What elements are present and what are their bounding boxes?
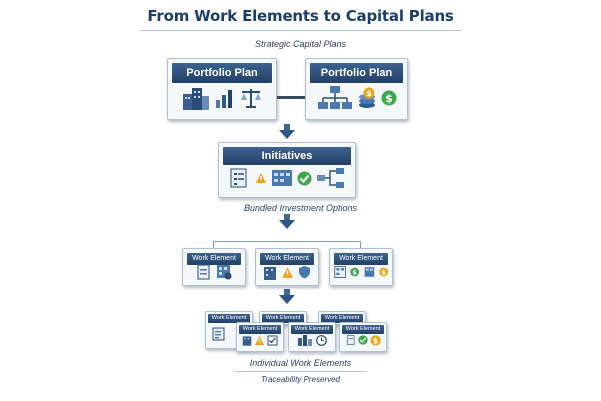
shield-icon (299, 266, 310, 279)
traceability-caption: Traceability Preserved (261, 375, 340, 384)
connector-line (360, 241, 361, 249)
strategic-caption: Strategic Capital Plans (254, 39, 347, 49)
title-divider (140, 30, 461, 31)
bar-chart-icon (216, 90, 232, 108)
work-element-card: Work Element (288, 322, 336, 352)
work-element-title: Work Element (342, 325, 384, 334)
checklist-icon (217, 265, 232, 280)
buildings-icon (298, 335, 312, 346)
work-element-card: Work Element $ (339, 322, 387, 352)
work-element-title: Work Element (321, 314, 363, 323)
grid-icon (271, 170, 292, 186)
bundled-caption: Bundled Investment Options (243, 203, 358, 213)
checklist-icon (230, 168, 246, 188)
work-element-card: Work Element $ $ (329, 248, 393, 286)
document-icon (197, 264, 210, 280)
work-element-title: Work Element (260, 253, 314, 265)
work-element-card: Work Element (255, 248, 319, 286)
warning-icon (282, 266, 293, 278)
svg-text:$: $ (385, 92, 393, 105)
svg-text:$: $ (353, 268, 358, 276)
connector-line (213, 241, 361, 242)
initiatives-title: Initiatives (223, 147, 351, 165)
flow-icon (316, 168, 344, 188)
warning-icon (255, 173, 266, 183)
dollar-icon: $ (381, 90, 396, 106)
coin-icon: $ (369, 334, 381, 346)
checkbox-icon (267, 335, 278, 345)
grid-icon (364, 267, 374, 277)
work-element-card: Work Element (236, 322, 284, 352)
dollar-icon: $ (350, 267, 360, 277)
coin-icon: $ (378, 267, 388, 277)
scales-icon (241, 89, 261, 108)
work-element-title: Work Element (208, 314, 250, 323)
document-icon (346, 335, 354, 345)
work-element-title: Work Element (262, 314, 304, 323)
coins-icon: $ (358, 87, 375, 108)
checklist-icon (212, 327, 225, 341)
check-icon (357, 335, 368, 345)
org-chart-icon (317, 86, 352, 109)
portfolio-plan-card-right: Portfolio Plan $ $ (305, 58, 408, 120)
svg-text:$: $ (366, 89, 372, 98)
warning-icon (254, 335, 265, 345)
individual-caption: Individual Work Elements (249, 358, 352, 368)
portfolio-connector (277, 96, 305, 99)
initiatives-card: Initiatives (218, 142, 356, 198)
svg-text:$: $ (381, 268, 386, 276)
work-element-title: Work Element (291, 325, 333, 334)
page-title: From Work Elements to Capital Plans (147, 7, 454, 25)
connector-line (213, 241, 214, 249)
building-icon (242, 336, 252, 346)
buildings-icon (183, 88, 209, 110)
bottom-divider (235, 371, 366, 372)
work-element-title: Work Element (239, 325, 281, 334)
portfolio-plan-title: Portfolio Plan (172, 63, 272, 83)
work-element-title: Work Element (187, 253, 241, 265)
work-element-card: Work Element (182, 248, 246, 286)
grid-icon (334, 266, 347, 278)
clock-icon (316, 334, 327, 346)
svg-text:$: $ (372, 336, 377, 345)
work-element-title: Work Element (334, 253, 388, 265)
portfolio-plan-title: Portfolio Plan (310, 63, 403, 83)
building-icon (264, 267, 276, 280)
portfolio-plan-card-left: Portfolio Plan (167, 58, 277, 120)
check-shield-icon (297, 171, 311, 185)
